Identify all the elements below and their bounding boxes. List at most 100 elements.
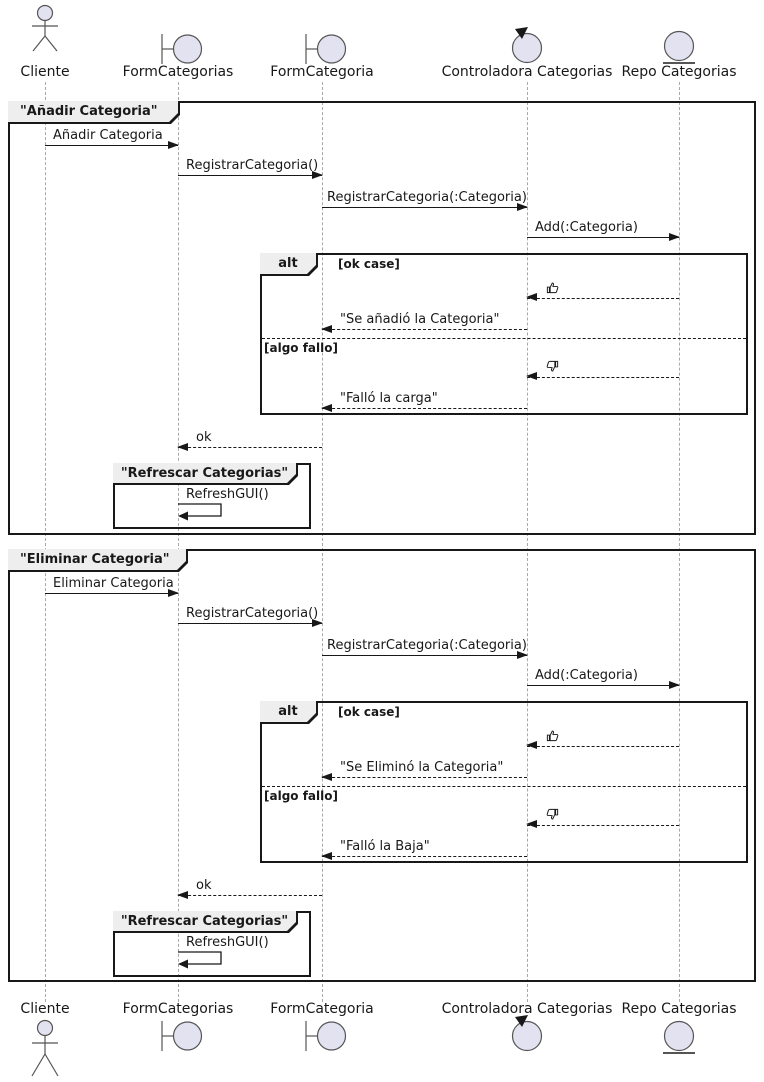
alt-keyword: alt: [260, 253, 316, 274]
arrowhead: [312, 619, 323, 627]
message-label: "Se Eliminó la Categoria": [340, 760, 504, 775]
arrowhead: [168, 589, 179, 597]
message-add-categoria: Add(:Categoria): [527, 220, 680, 241]
thumbs-up-icon: [546, 730, 559, 742]
lifeline-cliente: [45, 82, 46, 1002]
arrowhead: [526, 820, 537, 828]
message-line: [322, 329, 527, 330]
actor-icon: [31, 1019, 59, 1077]
participant-label-formcategoria: FormCategoria: [270, 64, 374, 80]
message-thumbs-down-reply: [526, 359, 679, 380]
message-line: [178, 447, 322, 448]
message-label: "Falló la carga": [340, 391, 438, 406]
message-eliminar-categoria: Eliminar Categoria: [45, 576, 179, 597]
arrowhead: [321, 404, 332, 412]
message-label: RegistrarCategoria(): [186, 606, 319, 621]
participant-label-formcategorias-bottom: FormCategorias: [122, 1001, 234, 1017]
message-line: [527, 746, 679, 747]
message-line: [322, 856, 527, 857]
participant-label-repo-categorias-bottom: Repo Categorias: [621, 1001, 737, 1017]
alt-keyword-tab: alt: [260, 253, 318, 276]
participant-label-cliente: Cliente: [20, 64, 70, 80]
lifeline-controladora-categorias: [527, 82, 528, 1002]
message-registrar-categoria-param: RegistrarCategoria(:Categoria): [322, 638, 528, 659]
message-label: [527, 359, 679, 375]
message-line: [322, 655, 527, 656]
guard-algo-fallo: [algo fallo]: [264, 341, 338, 355]
message-label: ok: [196, 878, 212, 893]
message-label: [527, 807, 679, 823]
frame-title: "Eliminar Categoria": [8, 549, 186, 570]
entity-icon: [663, 30, 695, 64]
self-message-label: RefreshGUI(): [186, 935, 269, 950]
lifeline-formcategorias: [178, 82, 179, 1002]
lifeline-formcategoria: [322, 82, 323, 1002]
lifeline-repo-categorias: [679, 82, 680, 1002]
alt-divider: [262, 786, 746, 787]
message-line: [322, 777, 527, 778]
frame-title: "Refrescar Categorias": [113, 463, 296, 483]
message-label: Add(:Categoria): [535, 668, 638, 683]
frame-title-tab: "Refrescar Categorias": [113, 911, 298, 933]
arrowhead: [669, 233, 680, 241]
frame-title: "Refrescar Categorias": [113, 911, 296, 931]
arrowhead: [168, 141, 179, 149]
alt-divider: [262, 338, 746, 339]
message-label: "Falló la Baja": [340, 839, 430, 854]
participant-label-repo-categorias: Repo Categorias: [621, 64, 737, 80]
message-thumbs-up-reply: [526, 728, 679, 749]
message-label: Añadir Categoria: [53, 128, 163, 143]
arrowhead: [321, 852, 332, 860]
entity-icon: [663, 1020, 695, 1054]
frame-title: "Añadir Categoria": [8, 101, 178, 122]
message-label: Add(:Categoria): [535, 220, 638, 235]
thumbs-down-icon: [546, 360, 559, 372]
boundary-icon: [161, 1021, 203, 1051]
message-line: [527, 237, 679, 238]
message-se-anadio: "Se añadió la Categoria": [321, 312, 527, 333]
participant-label-formcategoria-bottom: FormCategoria: [270, 1001, 374, 1017]
thumbs-up-icon: [546, 282, 559, 294]
arrowhead: [517, 203, 528, 211]
message-thumbs-up-reply: [526, 280, 679, 301]
message-ok-reply: ok: [177, 430, 322, 451]
self-message-arrow: [178, 951, 222, 969]
message-label: [527, 728, 679, 744]
message-line: [527, 825, 679, 826]
message-label: RegistrarCategoria(:Categoria): [327, 638, 527, 653]
guard-ok-case: [ok case]: [338, 705, 400, 719]
guard-algo-fallo: [algo fallo]: [264, 789, 338, 803]
arrowhead: [177, 443, 188, 451]
alt-frame: [260, 701, 748, 863]
message-thumbs-down-reply: [526, 807, 679, 828]
message-line: [178, 623, 322, 624]
message-anadir-categoria: Añadir Categoria: [45, 128, 179, 149]
message-line: [178, 895, 322, 896]
control-icon: [511, 1015, 543, 1052]
arrowhead: [321, 325, 332, 333]
arrowhead: [526, 293, 537, 301]
message-label: "Se añadió la Categoria": [340, 312, 500, 327]
boundary-icon: [161, 34, 203, 64]
self-message-label: RefreshGUI(): [186, 487, 269, 502]
participant-label-formcategorias: FormCategorias: [122, 64, 234, 80]
message-add-categoria: Add(:Categoria): [527, 668, 680, 689]
boundary-icon: [305, 1021, 347, 1051]
frame-eliminar-categoria: [8, 549, 756, 982]
control-icon: [511, 27, 543, 64]
message-line: [527, 298, 679, 299]
participant-label-controladora-categorias-bottom: Controladora Categorias: [441, 1001, 613, 1017]
alt-keyword-tab: alt: [260, 701, 318, 724]
message-line: [527, 685, 679, 686]
alt-frame: [260, 253, 748, 415]
thumbs-down-icon: [546, 808, 559, 820]
message-se-elimino: "Se Eliminó la Categoria": [321, 760, 527, 781]
self-message-arrow: [178, 503, 222, 521]
message-line: [45, 593, 178, 594]
message-fallo-carga: "Falló la carga": [321, 391, 527, 412]
message-ok-reply: ok: [177, 878, 322, 899]
arrowhead: [177, 891, 188, 899]
message-label: [527, 280, 679, 296]
message-line: [527, 377, 679, 378]
message-registrar-categoria: RegistrarCategoria(): [178, 158, 323, 179]
